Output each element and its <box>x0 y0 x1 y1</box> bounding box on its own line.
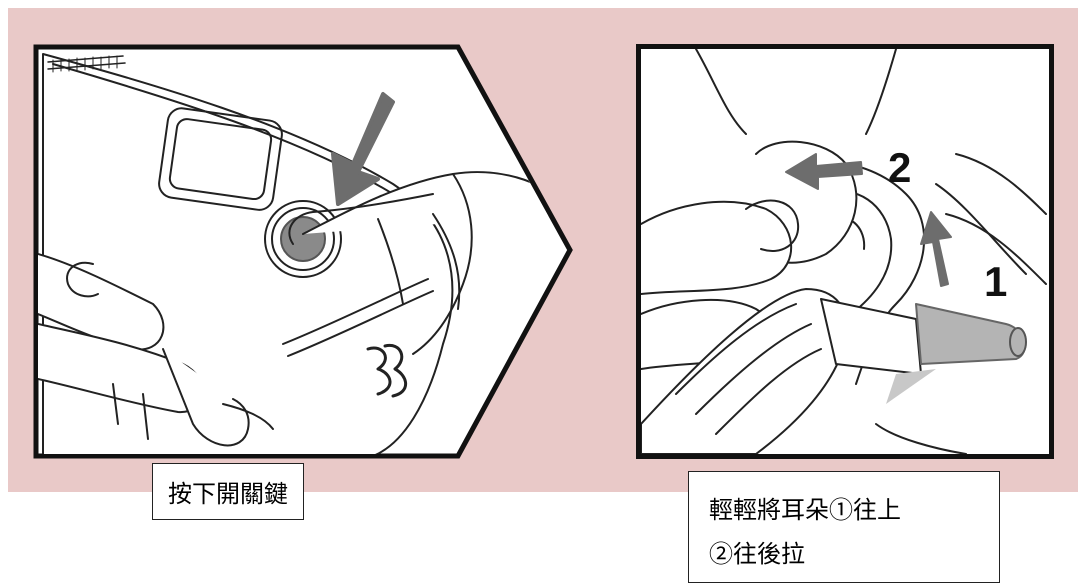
step2-illustration: 2 1 <box>636 44 1054 459</box>
marker-1: 1 <box>984 258 1007 305</box>
step2-caption-line1: 輕輕將耳朵①往上 <box>709 496 901 524</box>
pull-up-arrow-icon <box>920 211 952 287</box>
hand-icon <box>38 171 567 447</box>
step1-caption: 按下開關鍵 <box>152 463 304 520</box>
marker-2: 2 <box>888 144 911 191</box>
step1-svg <box>33 44 573 459</box>
step1-caption-text: 按下開關鍵 <box>168 480 288 508</box>
probe-icon <box>641 288 1027 454</box>
step1-illustration <box>33 44 573 459</box>
step2-caption: 輕輕將耳朵①往上 ②往後拉 <box>688 471 1000 583</box>
step2-svg: 2 1 <box>636 44 1054 459</box>
press-arrow-icon <box>331 92 395 206</box>
step2-caption-line2: ②往後拉 <box>709 540 805 568</box>
pull-back-arrow-icon <box>785 153 863 190</box>
